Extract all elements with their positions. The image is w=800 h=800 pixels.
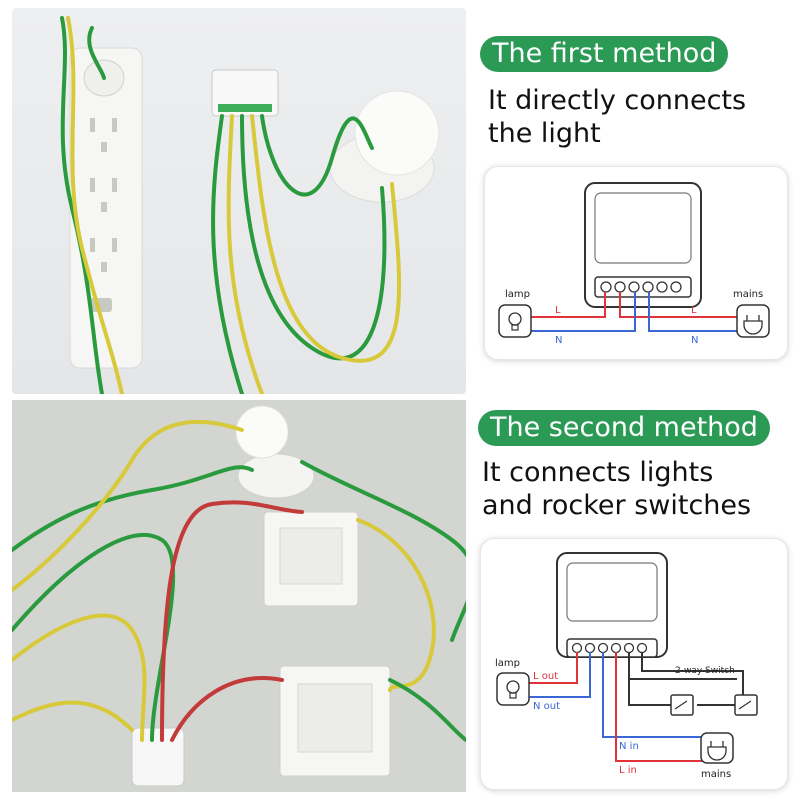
photo-direct-connection-illustration (60, 16, 440, 394)
first-method-desc-line2: the light (488, 118, 601, 149)
photo-switch-connection-illustration (12, 400, 466, 792)
bulb (235, 405, 289, 459)
l-in-label: L in (619, 765, 637, 776)
second-method-desc-line1: It connects lights (482, 457, 714, 488)
module-face (566, 562, 658, 622)
photo-switch-connection (12, 400, 466, 792)
live-right-label: L (691, 305, 697, 316)
switch-label: 2-way Switch (675, 666, 735, 676)
terminal-screws (571, 642, 648, 654)
n-in-label: N in (619, 741, 639, 752)
lamp-icon (496, 672, 530, 706)
wires (529, 652, 744, 762)
first-method-description: It directly connects the light (488, 84, 746, 150)
first-method-wiring-diagram: lamp mains L L N N (484, 166, 788, 360)
live-left-label: L (555, 305, 561, 316)
mains-label: mains (733, 289, 763, 300)
wires (531, 292, 737, 332)
neutral-right-label: N (691, 335, 698, 346)
first-method-desc-line1: It directly connects (488, 85, 747, 116)
module-face (594, 192, 692, 264)
bulb (354, 90, 440, 176)
second-method-wiring-diagram: 2-way Switch lamp mains L out N out N in… (480, 538, 788, 790)
second-method-description: It connects lights and rocker switches (482, 456, 751, 522)
smart-module (131, 727, 185, 787)
second-method-desc-line2: and rocker switches (482, 490, 752, 521)
wires (60, 16, 402, 394)
module-terminals (218, 104, 272, 112)
first-method-badge: The first method (480, 36, 729, 72)
second-method-badge: The second method (478, 410, 770, 446)
wires (12, 419, 466, 742)
mains-plug-icon (700, 732, 734, 764)
lamp-label: lamp (495, 658, 520, 669)
lamp-icon (498, 304, 532, 338)
neutral-left-label: N (555, 335, 562, 346)
terminal-screws (600, 281, 682, 293)
mains-label: mains (701, 769, 731, 780)
photo-direct-connection (12, 8, 466, 394)
l-out-label: L out (533, 671, 558, 682)
n-out-label: N out (533, 701, 560, 712)
lamp-label: lamp (505, 289, 530, 300)
